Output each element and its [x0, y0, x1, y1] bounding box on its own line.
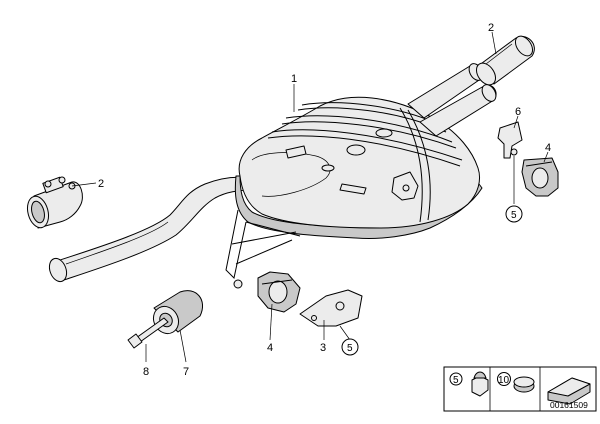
callout-muffler: 1: [291, 73, 297, 85]
rubber-hanger-upper: [521, 157, 559, 197]
support-strap: [225, 209, 301, 289]
mounting-bracket-lower: [299, 289, 363, 327]
legend-item-nut: 5: [449, 371, 489, 397]
hanger-bracket-upper: [497, 121, 523, 159]
legend-item-cap: 10: [497, 372, 535, 393]
legend-item-nut-label: 5: [453, 375, 459, 386]
bolt: [127, 317, 169, 349]
circled-ref-lower-label: 5: [347, 343, 353, 354]
rubber-mount: [152, 290, 203, 335]
legend-box: 5 10 00161509: [443, 366, 597, 412]
callout-bolt: 8: [143, 366, 149, 378]
leader-lines: [71, 31, 549, 363]
circled-ref-right-label: 5: [511, 210, 517, 221]
muffler-hanger-tab: [391, 171, 419, 201]
rear-muffler: [234, 96, 483, 239]
front-pipe: [48, 176, 255, 283]
callout-hanger-lower: 4: [267, 342, 273, 354]
twin-outlet-pipes: [407, 63, 497, 137]
callout-clamp: 2: [98, 178, 104, 190]
circled-ref-right: 5: [505, 205, 523, 223]
tailpipe-extension: [475, 35, 535, 86]
rubber-hanger-lower: [257, 271, 301, 313]
callout-bracket-right: 6: [515, 106, 521, 118]
pipe-clamp: [26, 176, 83, 229]
callout-bracket-lower: 3: [320, 342, 326, 354]
callout-rubber-mount: 7: [183, 366, 189, 378]
callout-tailpipe: 2: [488, 22, 494, 34]
diagram-code: 00161509: [550, 400, 588, 410]
circled-ref-lower: 5: [341, 338, 359, 356]
legend-item-pad: [547, 377, 591, 405]
legend-item-cap-label: 10: [498, 375, 510, 386]
callout-hanger-right: 4: [545, 142, 551, 154]
